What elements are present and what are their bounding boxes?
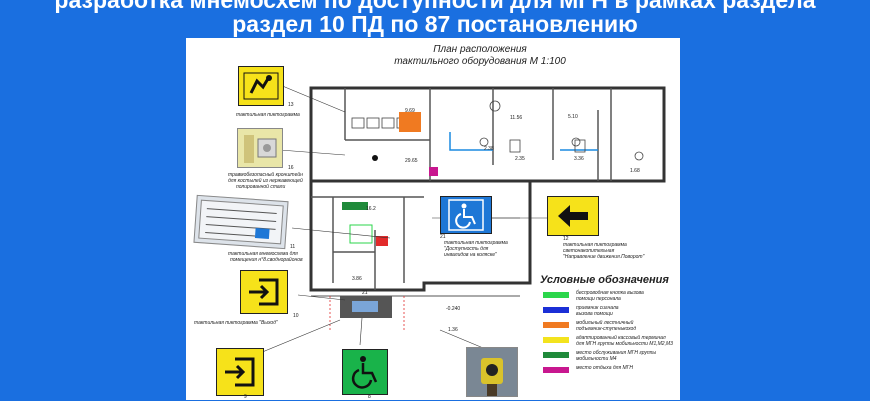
caption-10: тактильная пиктограмма "Выход": [194, 320, 278, 326]
caption-12-l2: светонакопительная: [563, 248, 615, 254]
crutch-holder-photo: [237, 128, 283, 168]
mark-green-service: [342, 202, 368, 210]
plan-title-line-1: План расположения: [433, 44, 527, 55]
item-number: 16: [288, 165, 294, 171]
lower-wall: [309, 181, 532, 292]
wheelchair-icon: [448, 199, 484, 231]
item-number: 9: [244, 394, 247, 400]
wheelchair-icon: [351, 356, 378, 389]
room-label: 2.35: [515, 156, 525, 162]
level-mark: -0.240: [446, 306, 461, 312]
outer-wall: [309, 86, 666, 183]
caption-16-l1: травмобезопасный кронштейн: [228, 172, 303, 178]
legend-swatch: [543, 292, 569, 298]
legend-swatch: [543, 352, 569, 358]
mark-magenta-rest: [429, 167, 438, 176]
room-label: 21: [362, 290, 368, 296]
call-button-icon: [467, 348, 517, 396]
room-label: 3.86: [352, 276, 362, 282]
mark-entrance-inner: [352, 301, 378, 312]
room-label: 9.69: [405, 108, 415, 114]
mnemoscheme-photo: [193, 194, 289, 250]
header-line-1: разработка мнемосхем по доступности для …: [54, 0, 816, 13]
wheelchair-sign-21: [440, 196, 492, 234]
caption-21-l3: инвалидов на коляске": [444, 252, 497, 258]
legend-swatch: [543, 322, 569, 328]
legend-swatch: [543, 307, 569, 313]
header-line-2: раздел 10 ПД по 87 постановлению: [232, 11, 638, 37]
legend-title: Условные обозначения: [540, 274, 669, 286]
caption-11-l1: тактильная мнемосхема для: [228, 251, 298, 257]
mark-orange-lift: [399, 112, 421, 132]
wheelchair-sign-8: [342, 349, 388, 395]
room-label: 2.38: [484, 146, 494, 152]
plan-title: План расположения тактильного оборудован…: [380, 44, 580, 68]
room-label: 16.2: [366, 206, 376, 212]
item-number: 10: [293, 313, 299, 319]
caption-16-l2: для костылей из нержавеющей: [228, 178, 303, 184]
caption-21-l2: "Доступность для: [444, 246, 489, 252]
exit-icon: [225, 357, 255, 387]
arrow-left-icon: [558, 205, 588, 227]
caption-16-l3: полированной стали: [236, 184, 286, 190]
crutch-holder-icon: [244, 135, 277, 163]
legend-swatch: [543, 367, 569, 373]
plan-title-line-2: тактильного оборудования М 1:100: [394, 56, 566, 67]
item-number: 12: [563, 236, 569, 242]
room-label: 29.65: [405, 158, 418, 164]
exit-icon: [249, 278, 279, 306]
room-label: 5.10: [568, 114, 578, 120]
exit-sign-9: [216, 348, 264, 396]
caption-11-l2: помещения н°8.своднорайонов: [230, 257, 303, 263]
blue-line-wc: [449, 132, 493, 151]
item-number: 11: [290, 244, 296, 250]
exit-sign-10: [240, 270, 288, 314]
room-label: 3.36: [574, 156, 584, 162]
room-label: 11.56: [510, 115, 523, 121]
legend-swatch: [543, 337, 569, 343]
mark-red: [376, 236, 388, 246]
caption-12-l1: тактильная пиктограмма: [563, 242, 627, 248]
caption-12-l3: "Направление движения.Поворот": [563, 254, 645, 260]
item-number: 21: [440, 234, 446, 240]
legend-text: место отдыха для МГН: [576, 365, 634, 371]
caption-21-l1: тактильная пиктограмма: [444, 240, 508, 246]
item-number: 13: [288, 102, 294, 108]
room-label: 1.68: [630, 168, 640, 174]
axis-mark: 1.36: [448, 327, 458, 333]
caption-13: тактильная пиктограмма: [236, 112, 300, 118]
item-number: 8: [368, 394, 371, 400]
mnemoscheme-icon: [198, 199, 284, 245]
pictogram-13-sign: [238, 66, 284, 106]
direction-sign-12: [547, 196, 599, 236]
call-button-photo: [466, 347, 518, 397]
hand-touch-icon: [243, 72, 279, 100]
mark-black-dot: [372, 155, 378, 161]
